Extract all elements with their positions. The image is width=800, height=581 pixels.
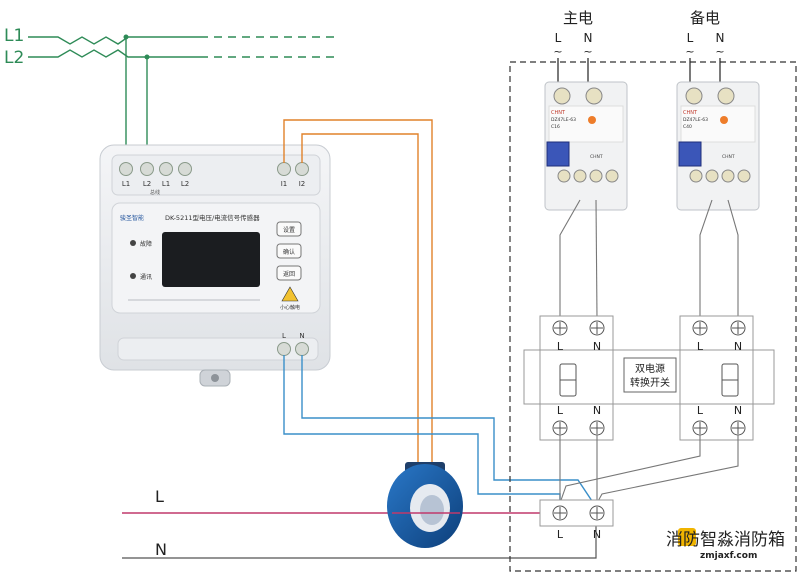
switch-main-top-l: L [557,340,564,353]
comm-led [130,273,136,279]
bus-l2-line [28,49,200,58]
watermark-url: zmjaxf.com [700,551,757,561]
breaker-to-switch-wires [559,199,739,319]
dual-power-switch: 双电源 转换开关 L N L N L N L N [523,315,775,441]
switch-backup-top-n: N [734,340,742,353]
backup-breaker-model: DZ47LE-63 [683,117,708,123]
ct-signal-wires [283,119,433,470]
main-breaker-model: DZ47LE-63 [551,117,576,123]
terminal-label: L2 [143,180,151,188]
sensor-model: DK-5211型电压/电流信号传感器 [165,213,260,222]
backup-breaker-brand: CHNT [683,110,698,116]
switch-label-line1: 双电源 [635,362,665,375]
return-button[interactable] [276,265,302,281]
sensor-brand: 骏圣智能 [120,214,144,222]
backup-breaker-handle[interactable] [678,141,702,167]
bus-l1-label: L1 [4,26,24,46]
main-source-tilde-l: ~ [553,45,562,58]
backup-source-tilde-l: ~ [685,45,694,58]
sensor-out-l-label: L [282,332,286,340]
switch-main-bot-n: N [593,404,601,417]
sensor-out-l-terminal [277,342,291,356]
switch-backup-bot-l: L [697,404,704,417]
sensor-top-terminals: L1 L2 L1 L2 I1 I2 总线 [119,162,309,196]
load-terminal-block: L N [539,499,614,541]
main-source-title: 主电 [563,9,593,27]
main-breaker-test-button[interactable] [588,116,596,124]
watermark-text: 消防智淼消防箱 [666,530,785,550]
backup-breaker-mark: CHNT [722,154,735,160]
main-breaker-mark: CHNT [590,154,603,160]
cabinet-boundary [509,61,797,572]
load-terminal-l: L [557,528,564,541]
load-n-wire [122,526,597,559]
backup-source-tilde-n: ~ [715,45,724,58]
backup-breaker: CHNT DZ47LE-63 C40 CHNT [676,81,760,211]
set-button-label: 设置 [283,226,295,234]
switch-to-load-wires [559,435,739,504]
backup-source-n: N [716,31,725,45]
sensor-out-n-label: N [299,332,304,340]
warning-label: 小心触电 [280,304,300,311]
load-terminal-n: N [593,528,601,541]
fault-led [130,240,136,246]
bus-l2-label: L2 [4,48,24,68]
terminal-label: I1 [281,180,288,188]
load-n-label: N [155,540,167,559]
switch-label-line2: 转换开关 [630,376,670,389]
backup-source-title: 备电 [690,9,720,27]
switch-main-top-n: N [593,340,601,353]
main-source-n: N [584,31,593,45]
main-source-tilde-n: ~ [583,45,592,58]
warning-icon [281,286,299,302]
terminal-label: I2 [299,180,306,188]
backup-breaker-rating: C40 [683,124,692,130]
bus-lines: L1 L2 [4,26,340,168]
comm-label: 通讯 [140,273,152,281]
backup-source-l: L [687,31,694,45]
watermark-logo-icon [678,528,696,546]
set-button[interactable] [276,221,302,237]
main-source-l: L [555,31,562,45]
main-breaker: CHNT DZ47LE-63 C16 CHNT [544,81,628,211]
sensor-display [162,232,260,287]
switch-main-bot-l: L [557,404,564,417]
switch-backup-bot-n: N [734,404,742,417]
load-lines: L N [122,487,597,559]
sensor-out-n-terminal [295,342,309,356]
terminal-label: L1 [162,180,170,188]
backup-breaker-test-button[interactable] [720,116,728,124]
return-button-label: 返回 [283,271,295,278]
watermark: 消防智淼消防箱 zmjaxf.com [666,528,785,561]
switch-backup-top-l: L [697,340,704,353]
terminal-label: L2 [181,180,189,188]
din-clip-hole [211,374,219,382]
load-l-label: L [155,487,164,506]
bus-group-label: 总线 [150,189,160,196]
main-source: 主电 L N ~ ~ [553,9,593,95]
current-transformer [387,462,463,548]
terminal-label: L1 [122,180,130,188]
confirm-button-label: 确认 [283,248,295,256]
confirm-button[interactable] [276,243,302,259]
bus-l1-line [28,36,200,45]
sensor-device: L1 L2 L1 L2 I1 I2 总线 骏圣智能 DK-5211型电压/电流信… [99,144,331,387]
main-breaker-brand: CHNT [551,110,566,116]
main-breaker-rating: C16 [551,124,560,130]
main-breaker-handle[interactable] [546,141,570,167]
fault-label: 故障 [140,240,152,248]
